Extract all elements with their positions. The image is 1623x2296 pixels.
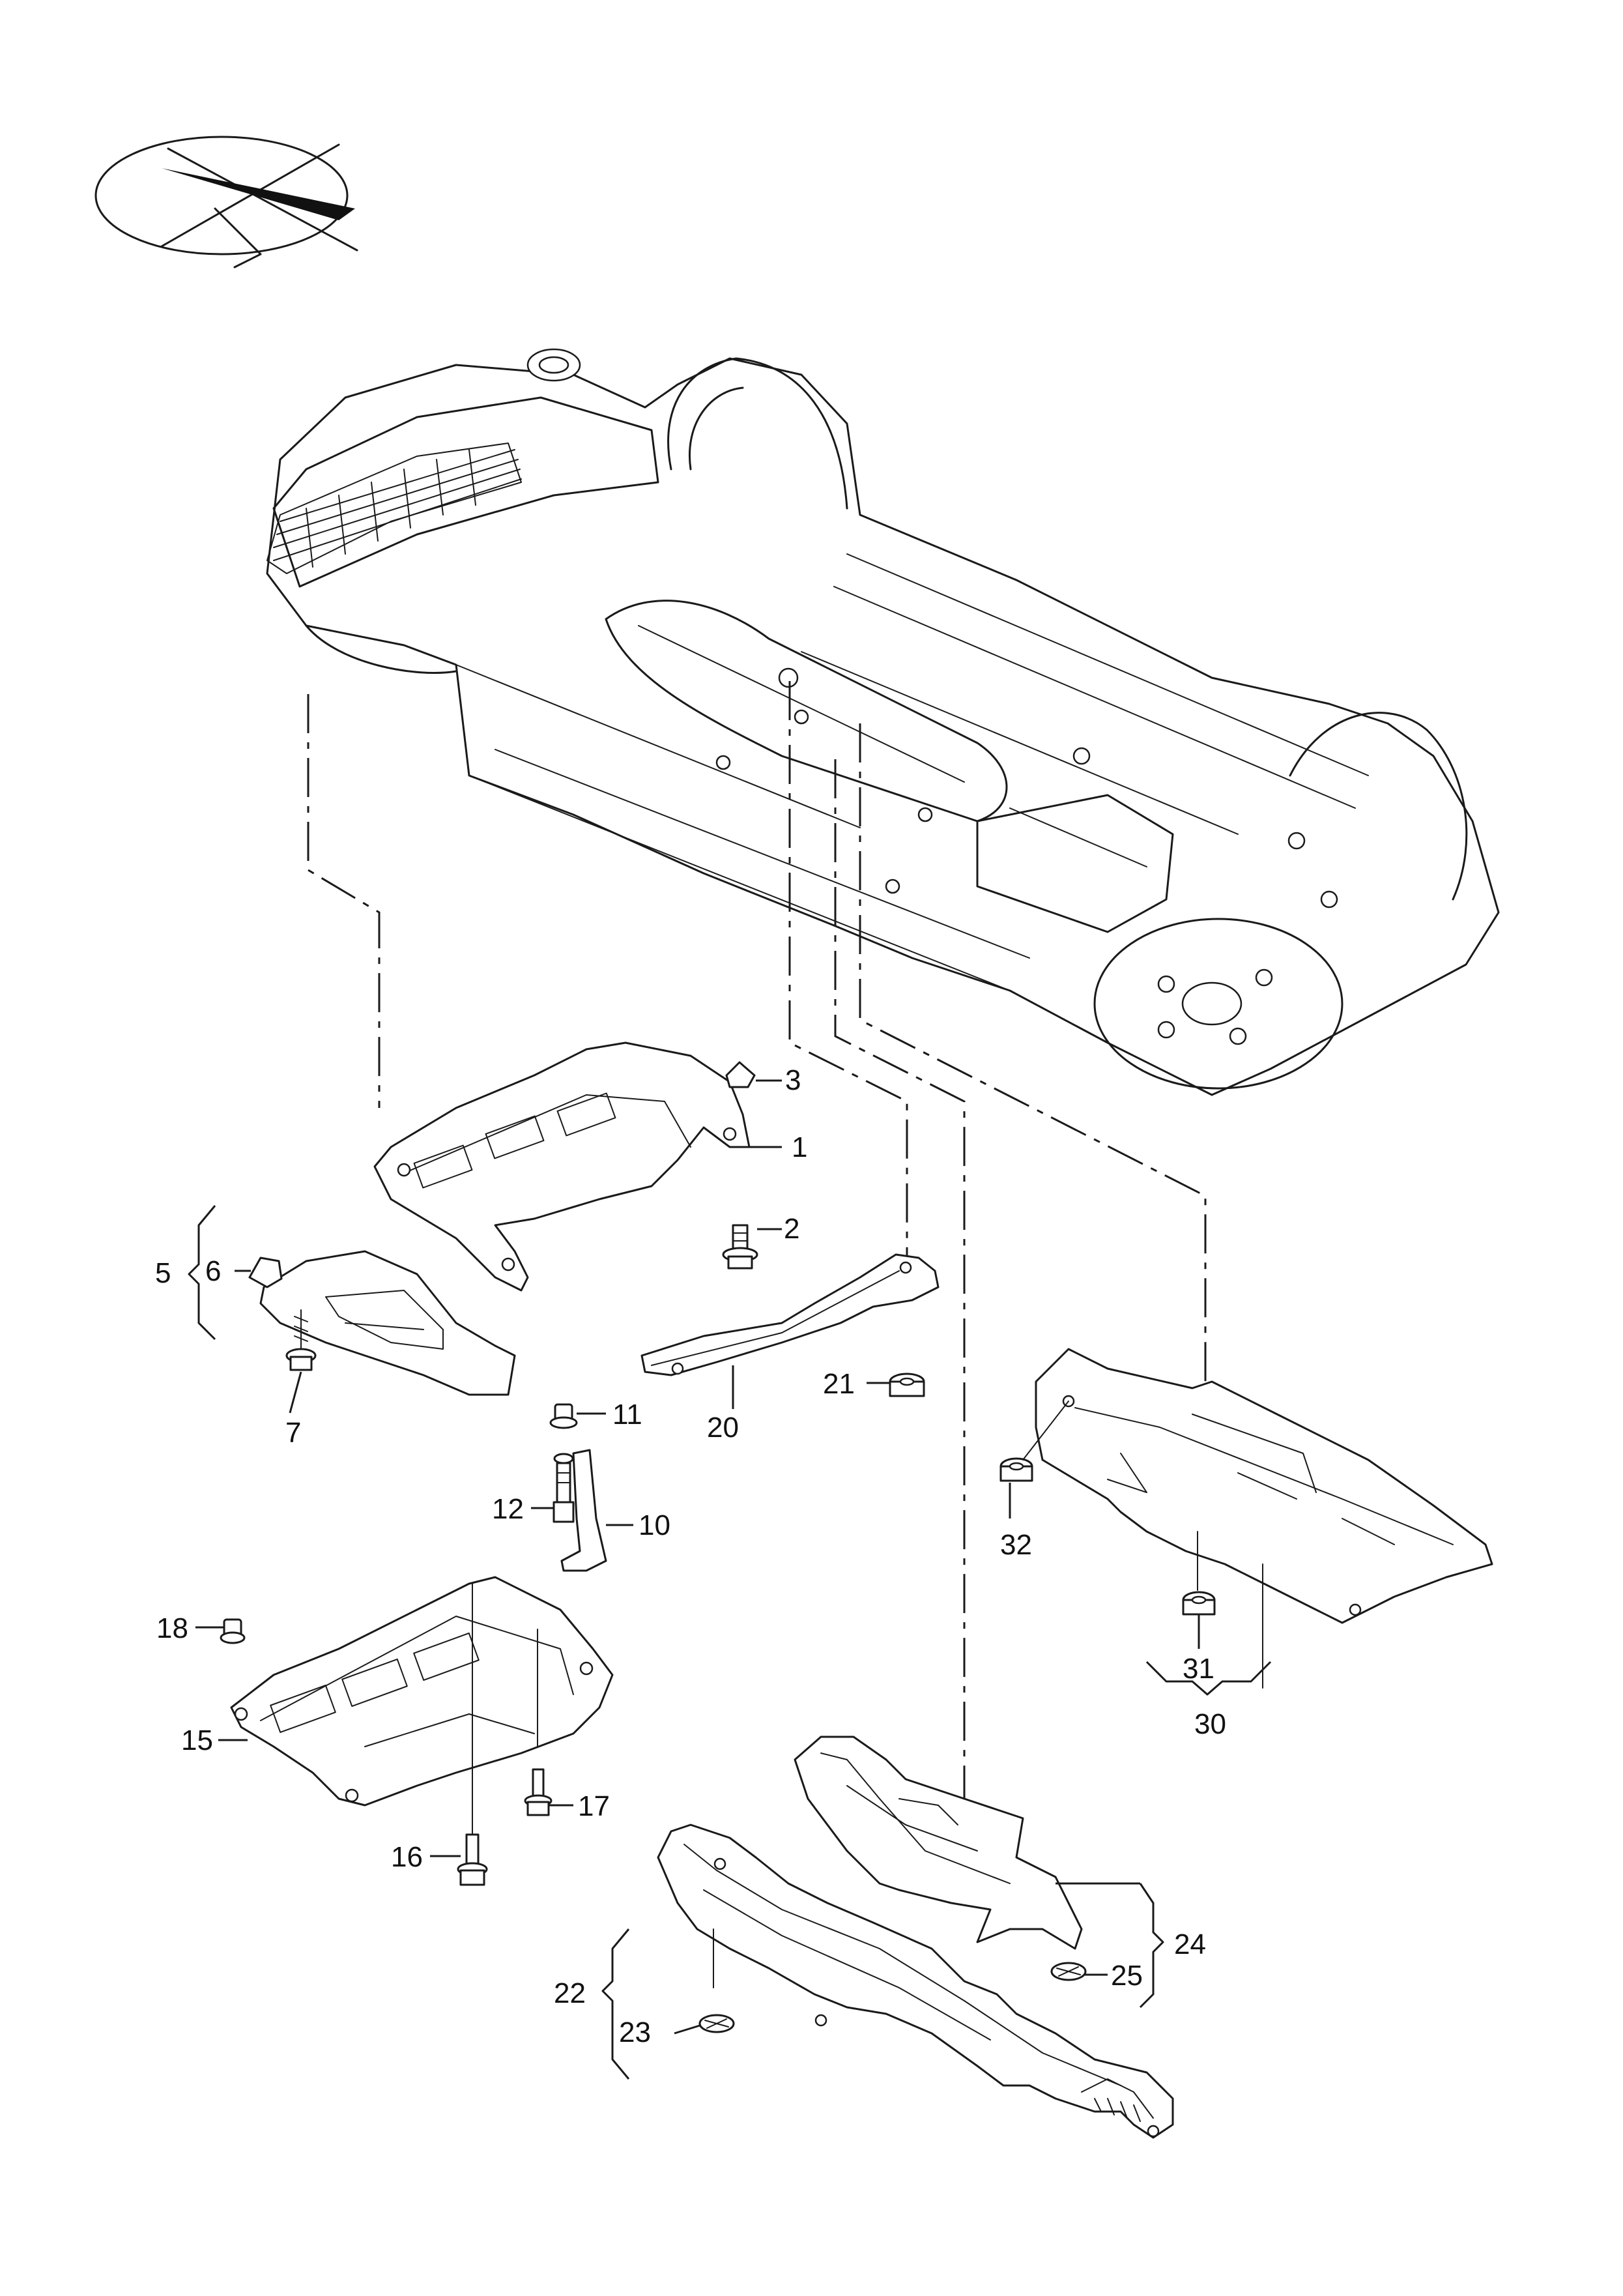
part-10-bracket — [560, 1449, 607, 1572]
callout-15: 15 — [181, 1724, 213, 1756]
callout-31: 31 — [1183, 1653, 1214, 1685]
callout-24: 24 — [1174, 1928, 1206, 1960]
part-25-clip-nut-icon — [1050, 1962, 1087, 1981]
part-15-noise-insulation — [230, 1576, 614, 1845]
callout-23: 23 — [619, 2016, 651, 2048]
part-18-grommet — [220, 1618, 246, 1644]
reference-lines — [307, 681, 1207, 1799]
callout-16: 16 — [391, 1841, 423, 1873]
part-24-heat-shield — [794, 1736, 1083, 1950]
part-7-screw-icon — [285, 1309, 317, 1371]
callout-5: 5 — [155, 1257, 171, 1289]
part-30-noise-insulation-rear — [1035, 1348, 1493, 1689]
part-21-nut-icon — [889, 1373, 925, 1397]
callout-12: 12 — [492, 1493, 524, 1525]
callout-11: 11 — [612, 1399, 642, 1431]
leader-lines — [195, 1079, 1200, 2035]
part-2-bolt-icon — [722, 1224, 758, 1270]
callout-7: 7 — [285, 1417, 301, 1449]
callout-20: 20 — [707, 1412, 739, 1444]
part-6-clip — [248, 1257, 283, 1288]
part-23-clip-nut-icon — [698, 2014, 735, 2033]
part-32-nut-icon — [999, 1401, 1069, 1482]
part-22-heat-shield — [657, 1824, 1174, 2139]
callout-10: 10 — [639, 1509, 670, 1541]
vehicle-underbody — [266, 348, 1500, 1096]
part-1-noise-insulation-front — [373, 1041, 751, 1292]
callout-18: 18 — [156, 1612, 188, 1644]
callout-25: 25 — [1111, 1960, 1143, 1992]
callout-22: 22 — [554, 1977, 586, 2009]
callout-6: 6 — [205, 1255, 221, 1287]
callout-17: 17 — [578, 1790, 610, 1822]
callout-32: 32 — [1000, 1529, 1032, 1561]
callout-30: 30 — [1194, 1708, 1226, 1740]
view-direction-icon — [94, 136, 358, 269]
part-11-grommet — [549, 1403, 578, 1429]
braces — [188, 1205, 1272, 2080]
part-17-screw-icon — [524, 1768, 553, 1816]
callout-1: 1 — [792, 1131, 807, 1163]
part-3-clip — [725, 1061, 756, 1088]
part-5-noise-insulation-side — [259, 1250, 516, 1396]
callout-21: 21 — [823, 1368, 855, 1400]
callout-3: 3 — [785, 1064, 801, 1096]
callout-labels: 1 2 3 5 6 7 10 11 12 15 16 17 18 20 21 2… — [155, 1064, 1226, 2048]
part-31-nut-icon — [1182, 1591, 1216, 1616]
callout-2: 2 — [784, 1213, 799, 1245]
part-16-screw-icon — [457, 1833, 488, 1886]
front-grille — [266, 443, 522, 574]
part-20-bracket — [640, 1253, 940, 1376]
part-12-bolt-icon — [553, 1453, 575, 1523]
